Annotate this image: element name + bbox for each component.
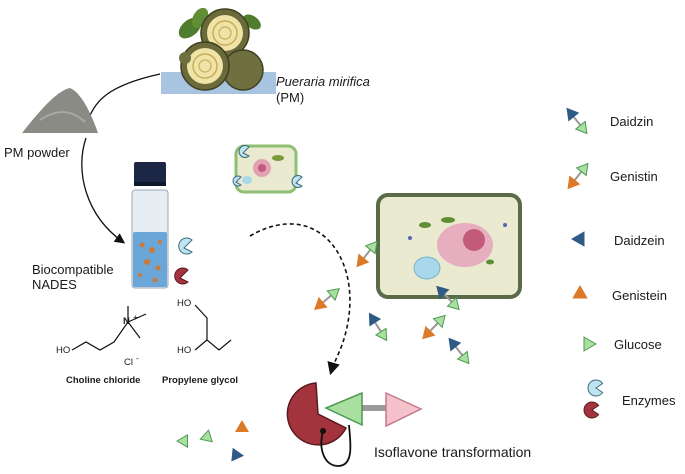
- free-glucose-1: [176, 434, 188, 448]
- pueraria-plant-illustration: [161, 4, 276, 94]
- choline-chloride-label: Choline chloride: [66, 375, 141, 386]
- scatter-molecule-2-glucose: [374, 327, 388, 342]
- genistin-icon-link: [573, 171, 583, 181]
- propylene-ho-top-label: HO: [177, 298, 192, 309]
- small-plant-cell: [232, 144, 303, 194]
- legend-icons: [566, 107, 604, 419]
- legend-label-daidzein: Daidzein: [614, 233, 665, 248]
- scattered-molecules: [176, 240, 470, 462]
- scatter-molecule-0-aglycone: [356, 253, 370, 268]
- daidzin-icon-aglycone: [566, 107, 580, 122]
- scatter-molecule-5-link: [443, 293, 453, 303]
- scatter-molecule-4-glucose: [456, 350, 470, 365]
- legend-label-genistein: Genistein: [612, 288, 667, 303]
- scatter-molecule-0-link: [362, 249, 372, 259]
- plant-species-label: Pueraria mirifica: [276, 74, 370, 89]
- transformation-enzyme: [286, 382, 423, 467]
- scatter-molecule-3-glucose: [432, 314, 446, 329]
- choline-n-label: N: [123, 316, 130, 327]
- scatter-molecule-2-aglycone: [368, 312, 382, 327]
- scatter-molecule-3-aglycone: [422, 325, 436, 340]
- genistein-icon: [572, 284, 588, 299]
- legend-label-glucose: Glucose: [614, 337, 662, 352]
- legend-label-daidzin: Daidzin: [610, 114, 654, 129]
- scatter-molecule-2-link: [374, 321, 382, 333]
- scatter-molecule-5-glucose: [446, 296, 460, 311]
- enzymes-icon-light: [587, 379, 604, 397]
- daidzin-icon-glucose: [574, 120, 588, 135]
- scatter-molecule-4-link: [454, 346, 464, 356]
- enzymes-icon-dark: [583, 401, 600, 419]
- free-genistein: [235, 420, 249, 432]
- propylene-glycol-label: Propylene glycol: [162, 375, 239, 386]
- choline-minus-label: -: [136, 353, 139, 363]
- glucose-icon: [583, 336, 598, 352]
- free-glucose-2: [199, 429, 213, 443]
- scatter-molecule-5-aglycone: [436, 285, 450, 300]
- scatter-molecule-3-link: [429, 322, 439, 332]
- nades-label-line1: Biocompatible: [32, 262, 114, 277]
- daidzin-icon-link: [572, 116, 582, 126]
- propylene-glycol-structure: [194, 304, 232, 351]
- pm-powder-pile: [22, 88, 98, 133]
- choline-plus-label: +: [133, 312, 138, 322]
- choline-ho-label: HO: [56, 345, 71, 356]
- plant-abbrev-label: (PM): [276, 90, 305, 105]
- plant-to-powder-line: [85, 73, 161, 129]
- large-plant-cell: [376, 193, 522, 299]
- scatter-molecule-4-aglycone: [448, 337, 462, 352]
- powder-to-vial-arrow: [81, 137, 126, 244]
- free-daidzein: [231, 447, 244, 462]
- nades-label-line2: NADES: [32, 277, 77, 292]
- legend-label-enzymes: Enzymes: [622, 393, 676, 408]
- choline-chloride-structure: [71, 306, 147, 351]
- nades-vial: [131, 162, 169, 289]
- genistin-icon-glucose: [575, 162, 589, 177]
- powder-label: PM powder: [4, 145, 70, 160]
- genistin-icon-aglycone: [567, 175, 581, 190]
- scatter-molecule-1-link: [322, 294, 332, 304]
- legend-label-genistin: Genistin: [610, 169, 658, 184]
- scatter-molecule-1-glucose: [326, 288, 340, 302]
- propylene-ho-bottom-label: HO: [177, 345, 192, 356]
- choline-cl-label: Cl: [124, 357, 133, 368]
- isoflavone-transformation-label: Isoflavone transformation: [374, 444, 532, 460]
- vial-enzymes: [174, 237, 193, 285]
- scatter-molecule-0-glucose: [364, 240, 378, 255]
- scatter-molecule-1-aglycone: [314, 296, 328, 310]
- daidzein-icon: [570, 231, 585, 247]
